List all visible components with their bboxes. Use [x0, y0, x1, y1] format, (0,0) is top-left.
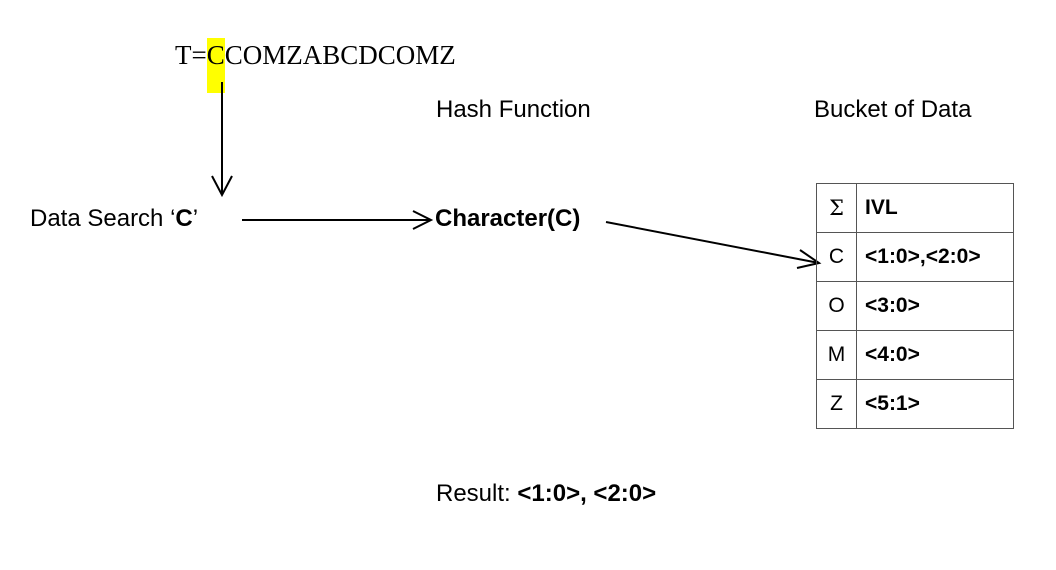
table-row: C<1:0>,<2:0>: [816, 232, 1014, 282]
row-value: <1:0>,<2:0>: [856, 232, 1014, 282]
table-row: O<3:0>: [816, 281, 1014, 331]
table-header-row: Σ IVL: [816, 183, 1014, 233]
arrow-down: [211, 82, 233, 198]
data-search-label: Data Search ‘C’: [30, 205, 198, 233]
row-key: M: [816, 330, 857, 380]
row-key: C: [816, 232, 857, 282]
search-text: Data Search ‘: [30, 205, 176, 232]
text-rest: COMZABCDCOMZ: [224, 40, 456, 70]
ivl-header: IVL: [856, 183, 1014, 233]
result-label: Result:: [436, 480, 518, 507]
text-string: T=CCOMZABCDCOMZ: [175, 38, 456, 93]
row-value: <3:0>: [856, 281, 1014, 331]
hash-function-title: Hash Function: [436, 96, 591, 123]
sigma-header: Σ: [816, 183, 857, 233]
hash-call: Character(C): [435, 205, 581, 232]
table-row: M<4:0>: [816, 330, 1014, 380]
bucket-table: Σ IVL C<1:0>,<2:0> O<3:0> M<4:0> Z<5:1>: [816, 183, 1014, 429]
result-value: <1:0>, <2:0>: [517, 480, 657, 507]
result: Result: <1:0>, <2:0>: [436, 480, 656, 508]
table-row: Z<5:1>: [816, 379, 1014, 429]
arrow-search-to-hash: [242, 210, 434, 230]
row-key: Z: [816, 379, 857, 429]
bucket-title: Bucket of Data: [814, 96, 972, 123]
row-value: <5:1>: [856, 379, 1014, 429]
text-prefix: T=: [175, 40, 207, 70]
search-char: C: [175, 205, 193, 232]
arrow-hash-to-bucket: [605, 221, 822, 269]
row-value: <4:0>: [856, 330, 1014, 380]
highlighted-char: C: [206, 38, 225, 93]
search-close-quote: ’: [192, 205, 199, 232]
row-key: O: [816, 281, 857, 331]
